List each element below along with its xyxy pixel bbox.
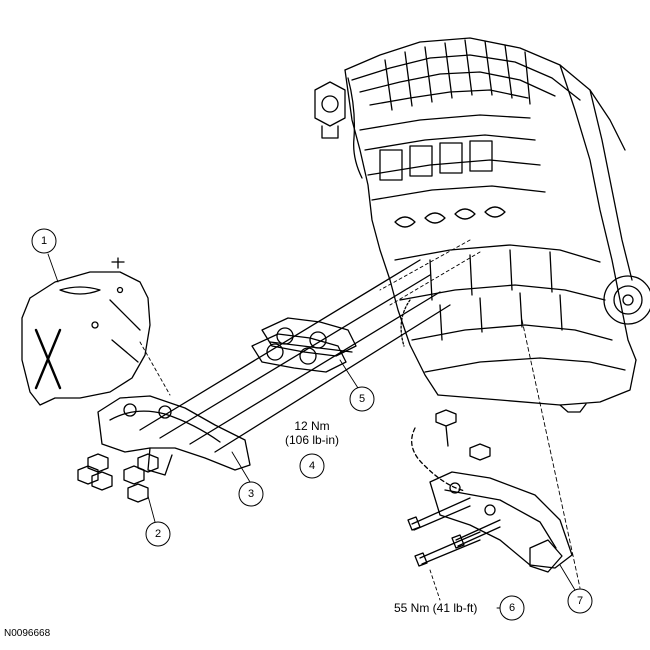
callout-3-label: 3 [248,488,254,500]
callout-6-label: 6 [509,602,515,614]
torque-spec-manifold-nm: 12 Nm [294,419,329,433]
callout-1: 1 [31,228,57,254]
callout-2-label: 2 [155,528,161,540]
callout-3: 3 [238,481,264,507]
torque-spec-manifold-lbin: (106 lb-in) [285,433,339,447]
callout-7-label: 7 [577,595,583,607]
callout-6: 6 [499,595,525,621]
manifold-gaskets [251,317,357,373]
exhaust-manifold [97,259,451,476]
engine-block [314,37,650,413]
manifold-nuts [77,453,159,503]
figure-reference-number: N0096668 [4,628,51,639]
torque-spec-bracket: 55 Nm (41 lb-ft) [394,601,477,615]
callout-4: 4 [299,453,325,479]
callout-1-label: 1 [41,235,47,247]
callout-4-label: 4 [309,460,315,472]
support-bracket [407,409,573,573]
callout-5-label: 5 [359,393,365,405]
callout-7: 7 [567,588,593,614]
heat-shield [21,257,151,406]
callout-5: 5 [349,386,375,412]
callout-2: 2 [145,521,171,547]
